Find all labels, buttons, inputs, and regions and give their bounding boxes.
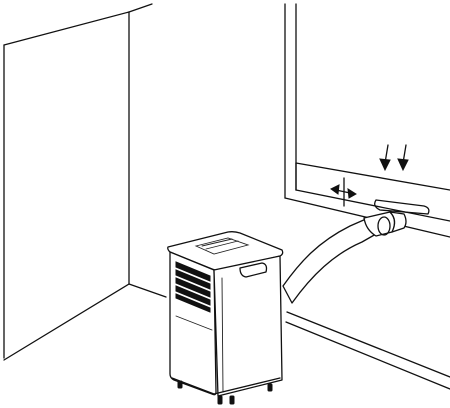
room-walls — [3, 3, 167, 361]
double-headed-arrow-icon — [330, 184, 357, 199]
hose-end-ring — [377, 216, 391, 236]
exhaust-hose — [282, 211, 407, 304]
right-wall-top-edge — [128, 3, 153, 13]
window-frame — [284, 3, 450, 238]
air-outlet-louvers — [175, 261, 211, 313]
left-floor-line — [3, 283, 130, 361]
right-floor-line-2 — [285, 321, 450, 390]
side-handle — [239, 262, 268, 278]
unit-side-face — [213, 255, 283, 397]
hose-body — [282, 218, 377, 304]
side-seam — [221, 277, 224, 393]
right-floor — [285, 311, 450, 390]
caster-wheels — [177, 380, 273, 405]
back-floor-line — [128, 283, 167, 298]
portable-ac-unit — [167, 231, 284, 405]
unit-base — [171, 377, 281, 395]
double-down-arrow-icon — [379, 144, 409, 172]
exhaust-slot — [374, 199, 430, 215]
control-panel-line-2 — [205, 240, 239, 250]
hose-nozzle — [389, 211, 407, 233]
window-sill-upper — [295, 189, 450, 222]
control-panel — [194, 237, 250, 255]
control-panel-line — [201, 238, 233, 247]
window-slider-kit — [374, 199, 430, 215]
front-seam — [175, 315, 213, 331]
window-sash-bottom — [295, 162, 450, 191]
left-wall-top-edge — [3, 11, 130, 46]
right-floor-line — [286, 311, 450, 378]
